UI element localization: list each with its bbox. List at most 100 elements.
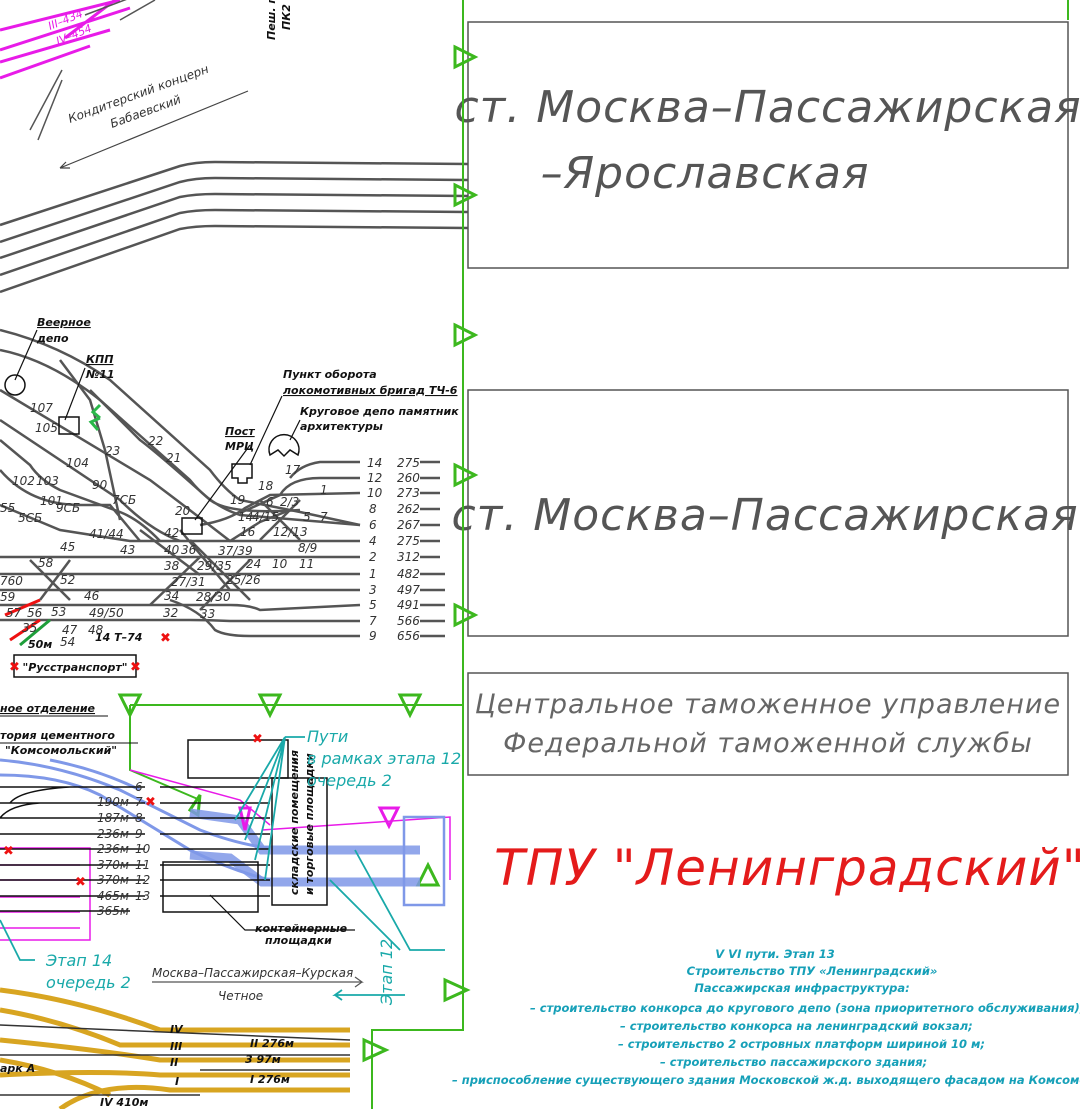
label: 13 — [135, 889, 150, 903]
drawing-line — [152, 976, 364, 988]
turn-point-box — [231, 463, 253, 484]
drawing-line — [0, 469, 141, 542]
label: 38 — [164, 559, 180, 573]
drawing-line — [0, 786, 270, 912]
drawing-line — [0, 503, 291, 543]
label: Пункт оборота — [283, 368, 377, 381]
customs-label-1: Центральное таможенное управление — [475, 689, 1061, 720]
label: 5СБ — [18, 511, 42, 525]
lower-section: ное отделение тория цементного "Комсомол… — [0, 702, 461, 1109]
boundary-line — [117, 0, 1069, 1109]
customs-box — [467, 672, 1069, 776]
pk-label: ПК2 — [280, 4, 293, 30]
x-mark-icon: ✖ — [3, 844, 14, 859]
drawing-line — [0, 208, 469, 277]
label: IV — [170, 1023, 184, 1036]
drawing-line — [0, 603, 361, 612]
label: 41/44 — [89, 527, 124, 541]
label: Круговое депо памятник — [300, 405, 459, 418]
label: 370м — [97, 858, 129, 872]
label: 14 — [238, 510, 253, 524]
label: 33 — [200, 607, 215, 621]
label: 37/39 — [218, 544, 253, 558]
label: депо — [36, 332, 69, 345]
label: 45 — [60, 540, 75, 554]
label: 21 — [166, 451, 181, 465]
drawing-line — [238, 806, 252, 831]
label: 40 — [164, 543, 180, 557]
label: 59 — [0, 590, 15, 604]
label: "Русстранспорт" — [23, 661, 128, 674]
label: IV 410м — [100, 1096, 148, 1109]
warehouse-box — [271, 777, 328, 906]
label: архитектуры — [300, 420, 383, 433]
label: 20 — [175, 504, 191, 518]
drawing-line — [0, 160, 469, 227]
label: 2 — [369, 550, 377, 564]
label: II 276м — [250, 1037, 294, 1050]
label: 18 — [258, 479, 274, 493]
label: 58 — [38, 556, 54, 570]
x-mark-icon: ✖ — [9, 660, 20, 675]
label: "Комсомольский" — [5, 744, 117, 757]
station-name-yaroslavskaya-2: –Ярославская — [541, 148, 870, 199]
label: очередь 2 — [307, 771, 392, 790]
label: 35 — [22, 621, 37, 635]
label: Пассажирская инфраструктура: — [694, 981, 909, 995]
label: 105 — [35, 421, 58, 435]
label: 5 — [369, 598, 377, 612]
label: 275 — [397, 456, 420, 470]
label: 5 — [303, 510, 311, 524]
station-name-yaroslavskaya-1: ст. Москва–Пассажирская — [454, 82, 1080, 133]
label: 491 — [397, 598, 420, 612]
drawing-line — [64, 367, 86, 421]
label: 260 — [397, 471, 420, 485]
label: площадки — [265, 934, 332, 947]
label: 34 — [164, 589, 179, 603]
label: 760 — [0, 574, 23, 588]
drawing-line — [194, 444, 251, 521]
label: 7 — [135, 795, 143, 809]
label: 273 — [397, 486, 420, 500]
drawing-line — [29, 499, 301, 611]
label: 22 — [148, 434, 163, 448]
label: 8/9 — [298, 541, 317, 555]
drawing-line — [187, 739, 289, 779]
label: 24 — [246, 557, 261, 571]
drawing-line — [371, 0, 464, 1109]
label: 14 — [367, 456, 382, 470]
label: 50м — [28, 638, 52, 651]
label: тория цементного — [0, 729, 115, 742]
label: 8 — [369, 502, 377, 516]
track-row: 14 275 — [367, 456, 420, 470]
station-box-passazhirskaya — [467, 389, 1069, 637]
drawing-line — [14, 329, 38, 381]
label: 55 — [0, 501, 15, 515]
label: КПП — [86, 353, 113, 366]
label: Четное — [218, 989, 263, 1003]
label: складские помещения — [288, 750, 301, 895]
upper-magenta-tracks: III–434 IV–454 — [0, 0, 156, 141]
station-name-passazhirskaya: ст. Москва–Пассажирская — [451, 490, 1078, 541]
label: 28/30 — [196, 590, 231, 604]
yaroslavskaya-tracks — [0, 160, 469, 294]
label: 370м — [97, 873, 129, 887]
construction-strokes — [4, 598, 51, 647]
label: 365м — [97, 904, 129, 918]
label: 11 — [299, 557, 314, 571]
station-tracks — [0, 328, 361, 638]
label: 12/13 — [273, 525, 308, 539]
label: 42 — [164, 526, 179, 540]
label: 465м — [97, 889, 129, 903]
platform-hatched — [189, 808, 420, 887]
drawing-line — [0, 439, 161, 542]
kpp-box — [58, 416, 80, 435]
label: – приспособление существующего здания Мо… — [452, 1073, 1080, 1087]
label: арк А — [0, 1062, 35, 1075]
label: 10 — [135, 842, 151, 856]
